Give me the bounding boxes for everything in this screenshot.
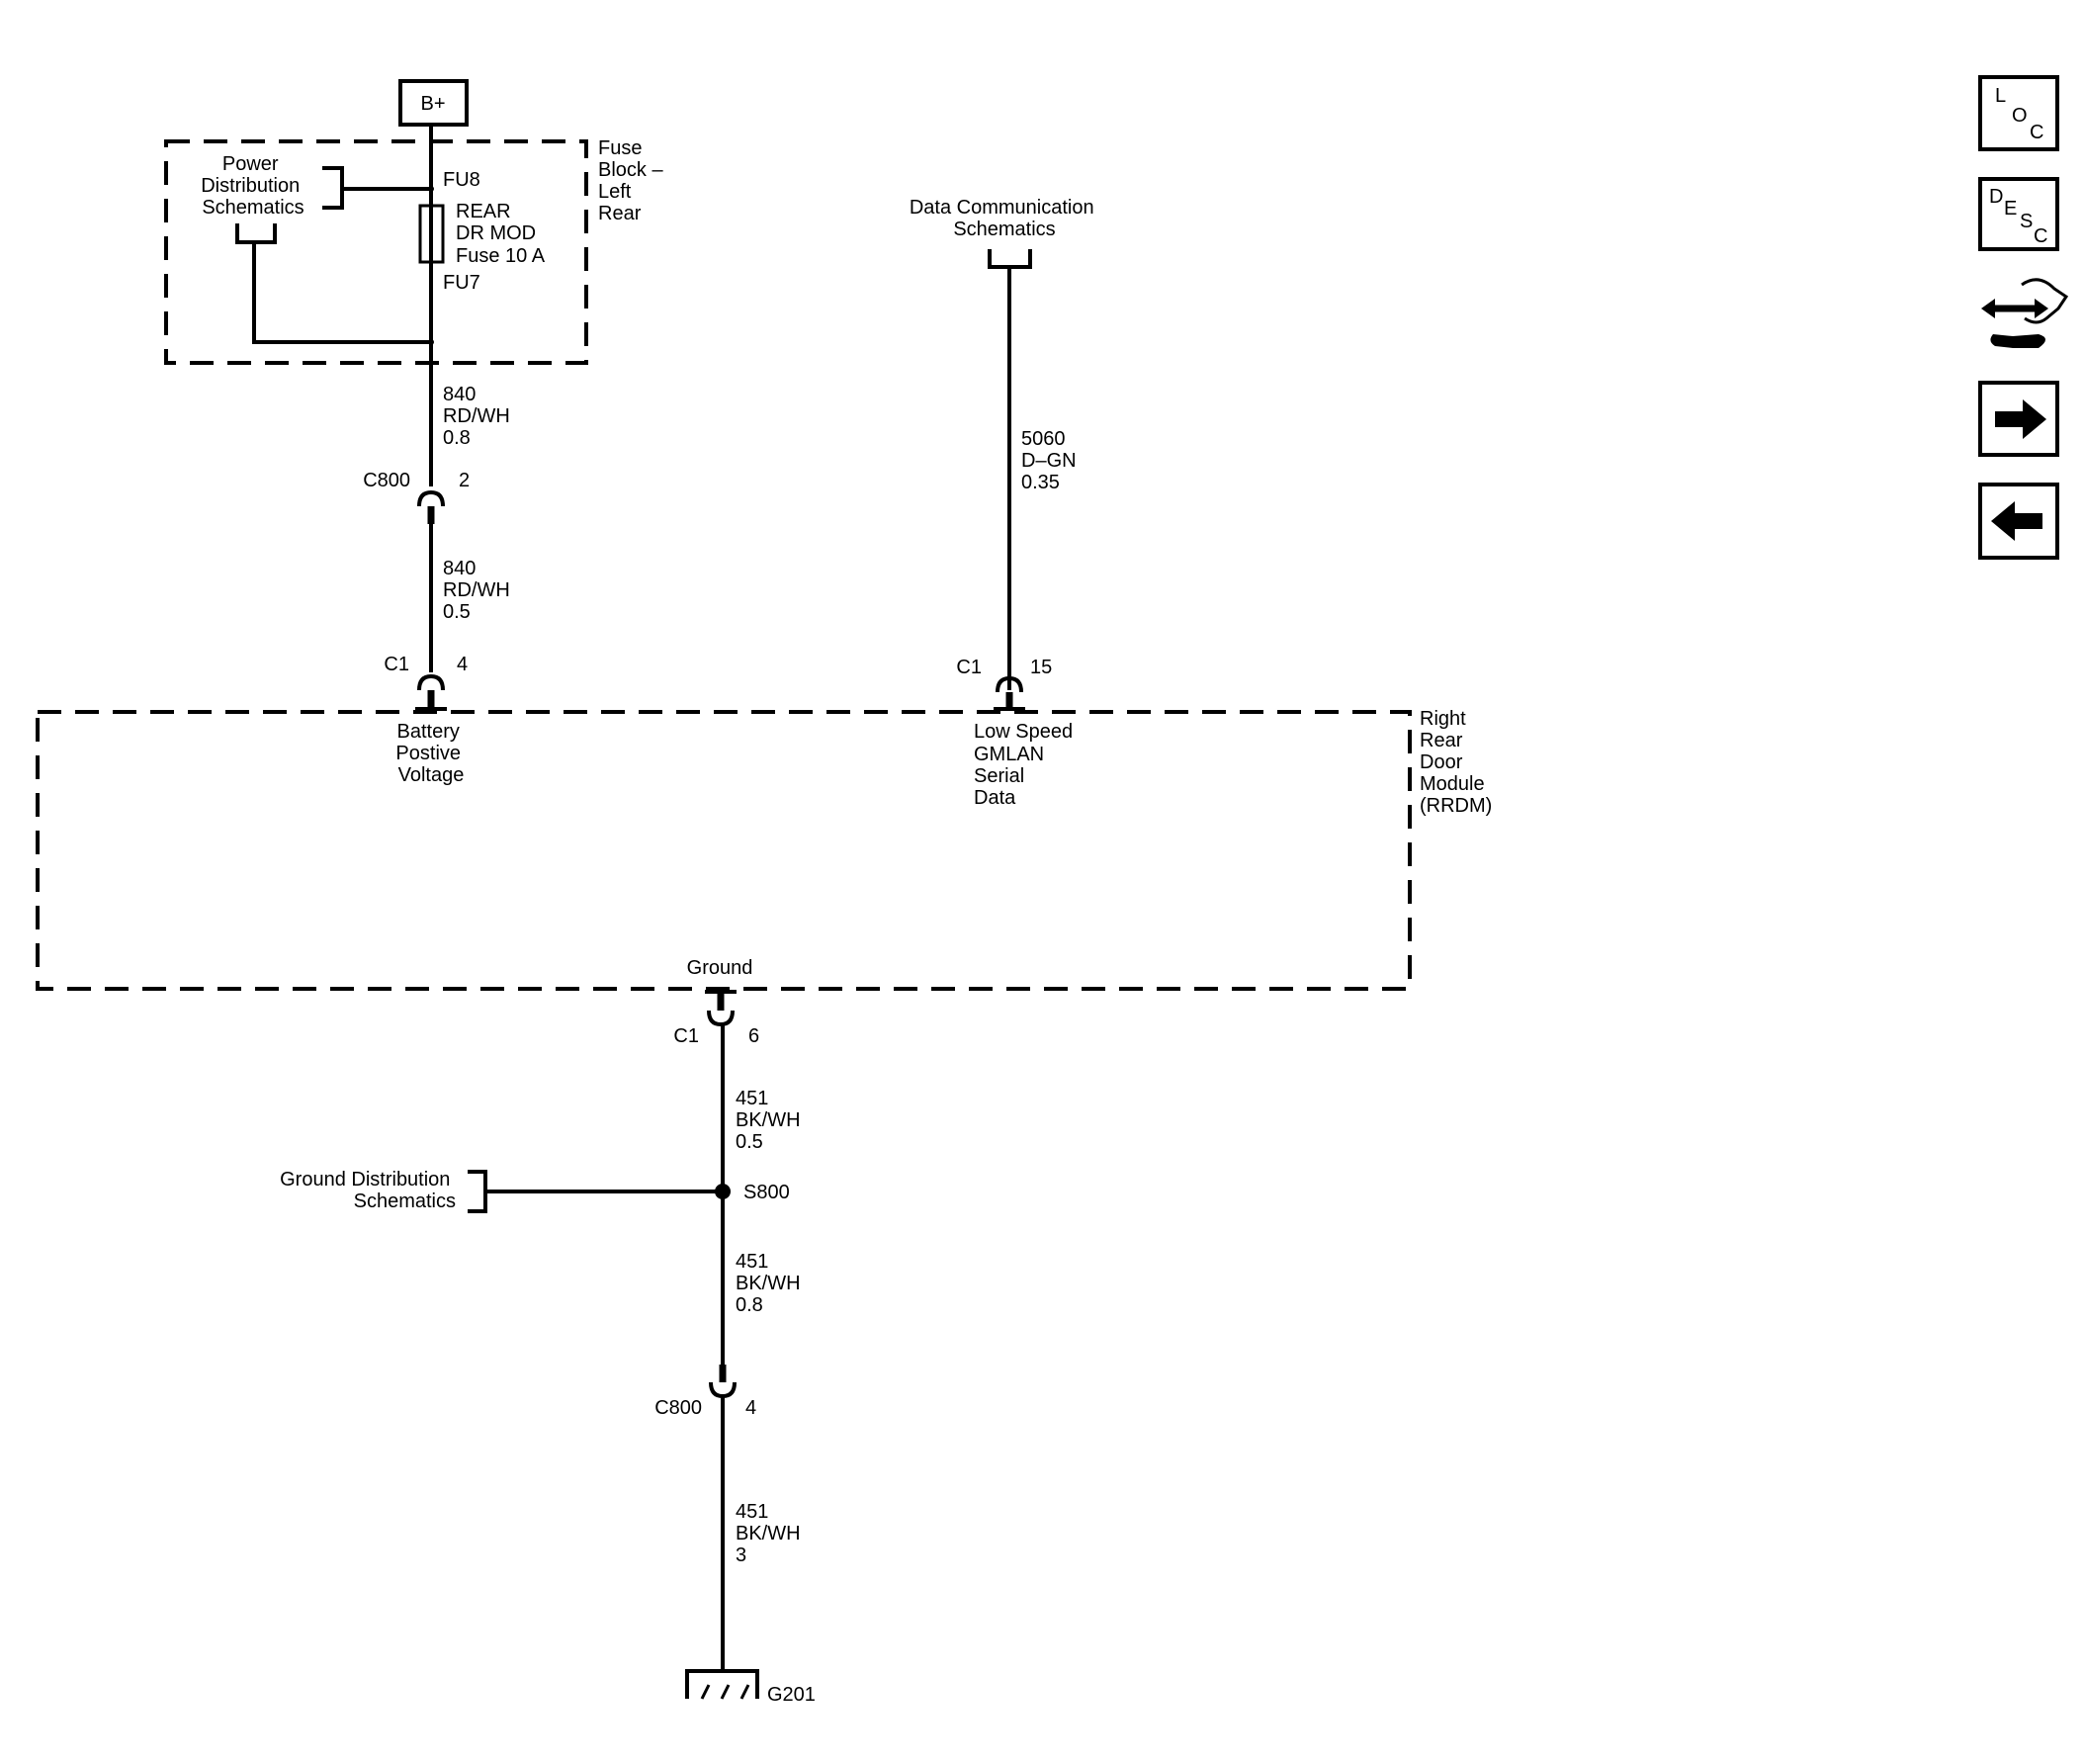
c800-b-name: C800	[654, 1397, 702, 1419]
svg-text:E: E	[2004, 198, 2017, 220]
wire-840-08-label: 840 RD/WH 0.8	[443, 384, 515, 449]
data-communication-ref[interactable]: Data Communication Schematics	[910, 197, 1099, 240]
svg-text:C: C	[2030, 122, 2043, 143]
ground-distribution-ref[interactable]: Ground Distribution Schematics	[280, 1169, 456, 1212]
arrow-right-icon[interactable]	[1978, 381, 2059, 457]
wire-451-08-label: 451 BK/WH 0.8	[736, 1251, 806, 1316]
desc-button[interactable]: D E S C	[1978, 177, 2059, 251]
c800-a-name: C800	[363, 470, 410, 491]
wire-840-05-label: 840 RD/WH 0.5	[443, 558, 515, 623]
c1-b-symbol	[996, 675, 1023, 693]
c800-a-pin: 2	[459, 470, 470, 491]
bplus-box	[398, 79, 469, 127]
loc-button[interactable]: L O C	[1978, 75, 2059, 151]
ground-g201-symbol	[685, 1669, 759, 1700]
fu7-label: FU7	[443, 272, 480, 294]
svg-text:D: D	[1989, 186, 2003, 208]
c800-a-symbol	[417, 489, 445, 507]
c1-a-name: C1	[384, 654, 409, 675]
ground-g201-label: G201	[767, 1684, 816, 1706]
fu8-label: FU8	[443, 169, 480, 191]
wire-451-05-label: 451 BK/WH 0.5	[736, 1088, 806, 1153]
c1-c-pin: 6	[748, 1025, 759, 1047]
bplus-label: B+	[420, 93, 445, 115]
fuse-block-outline	[164, 139, 588, 365]
pin-low-speed-gmlan: Low Speed GMLAN Serial Data	[974, 721, 1079, 809]
splice-s800-label: S800	[743, 1182, 790, 1203]
pin-battery-positive-voltage: Battery Postive Voltage	[395, 721, 466, 786]
wire-451-3-label: 451 BK/WH 3	[736, 1501, 806, 1566]
rrdm-module-outline	[36, 710, 1412, 991]
c1-a-pin: 4	[457, 654, 468, 675]
fuse-label: REAR DR MOD Fuse 10 A	[456, 201, 546, 267]
c1-b-name: C1	[956, 657, 982, 678]
svg-text:O: O	[2012, 105, 2028, 127]
power-ref-lead-bottom	[252, 242, 431, 344]
power-ref-bracket-right	[322, 166, 344, 210]
power-ref-bracket-bottom	[235, 223, 277, 244]
splice-s800-dot	[715, 1184, 731, 1199]
data-comm-ref-bracket	[988, 249, 1032, 269]
connector-swap-icon[interactable]	[1981, 278, 2069, 348]
c1-c-name: C1	[673, 1025, 699, 1047]
c1-b-pin: 15	[1030, 657, 1052, 678]
svg-text:S: S	[2020, 211, 2033, 232]
fu8-node	[428, 186, 434, 192]
rrdm-module-name: Right Rear Door Module (RRDM)	[1420, 708, 1492, 817]
c800-b-pin: 4	[745, 1397, 756, 1419]
c800-b-symbol	[709, 1381, 737, 1399]
arrow-left-icon[interactable]	[1978, 483, 2059, 560]
power-distribution-ref[interactable]: Power Distribution Schematics	[201, 153, 305, 219]
c1-c-symbol	[707, 1010, 735, 1027]
c1-a-symbol	[417, 673, 445, 691]
pin-ground: Ground	[687, 957, 753, 979]
fu7-node	[428, 339, 434, 345]
wire-5060-label: 5060 D–GN 0.35	[1021, 428, 1082, 493]
fuse-block-name: Fuse Block – Left Rear	[598, 137, 668, 224]
svg-text:L: L	[1995, 85, 2006, 107]
svg-text:C: C	[2034, 225, 2047, 247]
ground-ref-bracket	[468, 1170, 487, 1213]
